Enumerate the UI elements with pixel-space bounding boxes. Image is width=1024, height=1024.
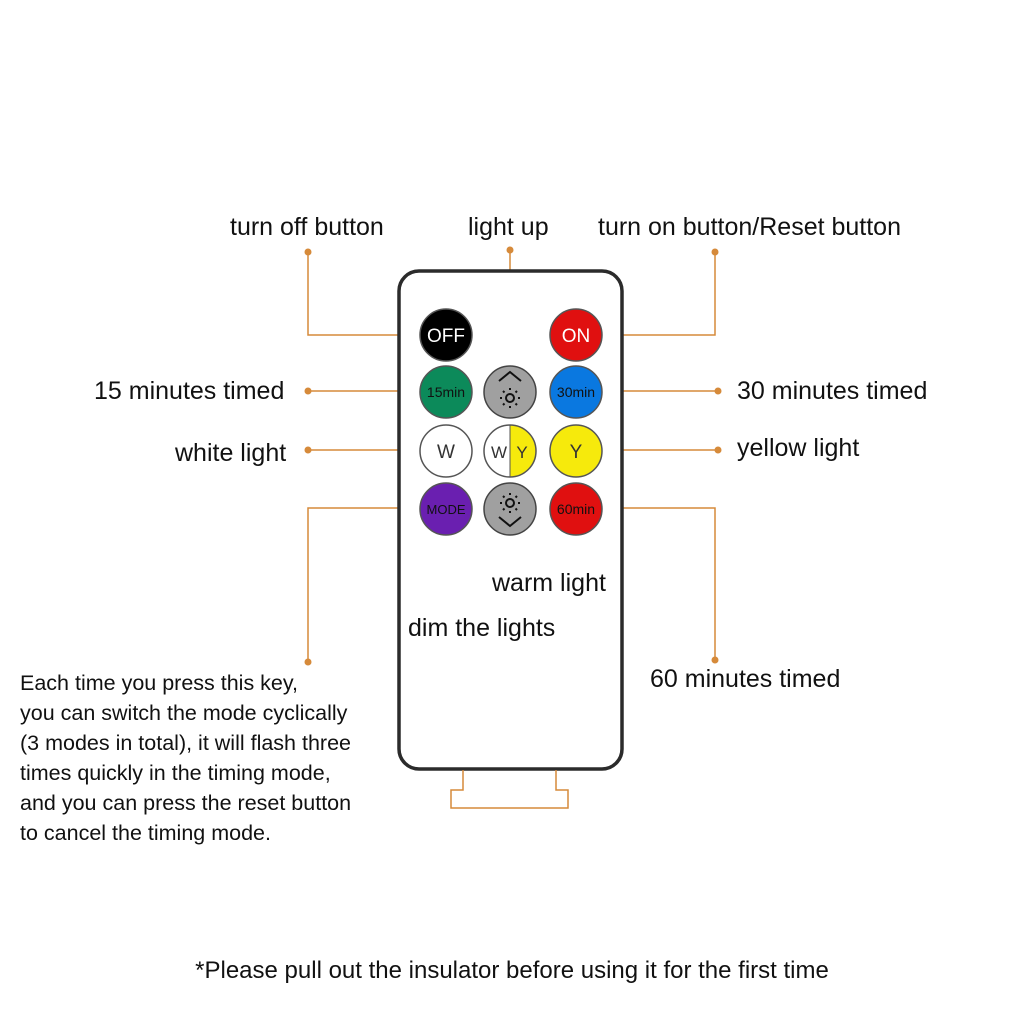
- svg-text:W: W: [491, 443, 507, 462]
- mode-description-line: to cancel the timing mode.: [20, 821, 271, 845]
- off-button[interactable]: OFF: [419, 308, 473, 362]
- light-up-button[interactable]: [483, 365, 537, 419]
- dim-button[interactable]: [483, 482, 537, 536]
- brightness-down-icon: [498, 493, 522, 528]
- label-turn-off: turn off button: [230, 213, 384, 241]
- yellow-light-button[interactable]: Y: [549, 424, 603, 478]
- mode-description-line: times quickly in the timing mode,: [20, 761, 331, 785]
- white-light-button[interactable]: W: [419, 424, 473, 478]
- svg-text:W: W: [437, 442, 455, 463]
- warm-light-button[interactable]: W Y: [483, 424, 537, 478]
- brightness-up-icon: [498, 370, 522, 408]
- leader-60min: [600, 507, 716, 660]
- label-warm: warm light: [492, 569, 606, 597]
- 60min-button[interactable]: 60min: [549, 482, 603, 536]
- mode-description: Each time you press this key, you can sw…: [20, 668, 351, 848]
- label-light-up: light up: [468, 213, 549, 241]
- svg-text:Y: Y: [570, 442, 583, 463]
- mode-description-line: you can switch the mode cyclically: [20, 701, 348, 725]
- svg-text:15min: 15min: [427, 384, 465, 400]
- label-dim: dim the lights: [408, 614, 556, 642]
- leader-turn-off: [307, 252, 420, 336]
- mode-description-line: (3 modes in total), it will flash three: [20, 731, 351, 755]
- mode-description-line: Each time you press this key,: [20, 671, 299, 695]
- mode-description-line: and you can press the reset button: [20, 791, 352, 815]
- insulator-tab: [450, 770, 569, 809]
- label-white: white light: [175, 439, 287, 467]
- mode-button[interactable]: MODE: [419, 482, 473, 536]
- svg-text:30min: 30min: [557, 384, 595, 400]
- label-turn-on: turn on button/Reset button: [598, 213, 901, 241]
- svg-text:ON: ON: [562, 326, 591, 347]
- label-15min: 15 minutes timed: [94, 377, 285, 405]
- svg-text:Y: Y: [516, 443, 527, 462]
- leader-mode: [307, 507, 420, 662]
- svg-text:60min: 60min: [557, 501, 595, 517]
- label-yellow: yellow light: [737, 434, 860, 462]
- leader-turn-on: [600, 252, 716, 336]
- svg-text:OFF: OFF: [427, 326, 465, 347]
- svg-text:MODE: MODE: [427, 502, 466, 517]
- label-60min: 60 minutes timed: [650, 665, 841, 693]
- label-30min: 30 minutes timed: [737, 377, 928, 405]
- on-button[interactable]: ON: [549, 308, 603, 362]
- 15min-button[interactable]: 15min: [419, 365, 473, 419]
- 30min-button[interactable]: 30min: [549, 365, 603, 419]
- insulator-note: *Please pull out the insulator before us…: [195, 957, 829, 984]
